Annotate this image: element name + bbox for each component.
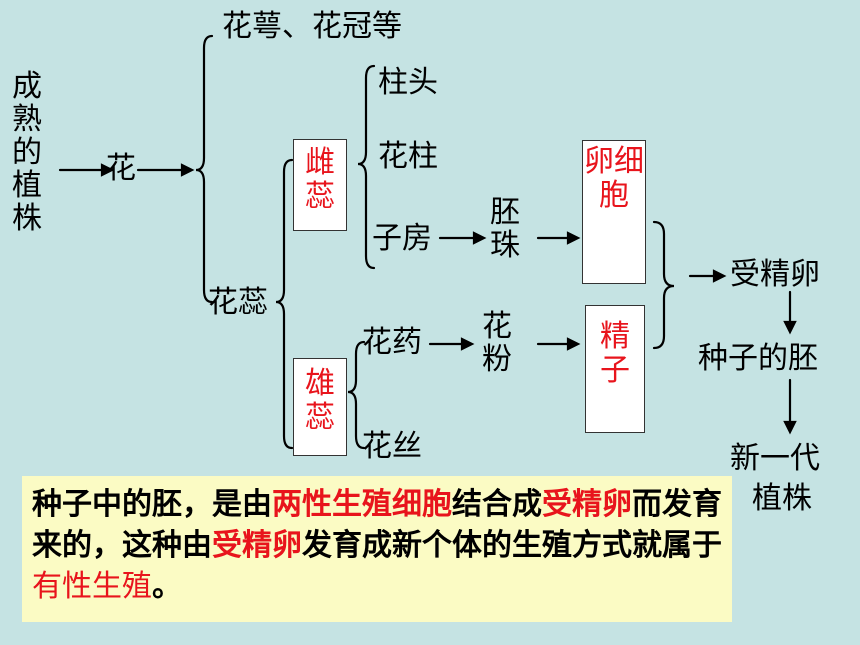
note-highlight-gametes: 两性生殖细胞	[272, 487, 452, 522]
label-pistil-stamen: 花蕊	[208, 285, 268, 320]
arrowhead	[712, 269, 727, 283]
note-highlight-sexual-reproduction: 有性生殖	[32, 569, 152, 604]
arrowhead	[180, 163, 195, 177]
summary-note: 种子中的胚，是由两性生殖细胞结合成受精卵而发育来的，这种由受精卵发育成新个体的生…	[22, 476, 732, 622]
label-pollen: 花粉	[482, 309, 512, 377]
arrowhead	[100, 163, 115, 177]
label-ovule: 胚珠	[490, 195, 520, 263]
arrowhead	[472, 231, 487, 245]
label-seed-embryo: 种子的胚	[698, 341, 818, 376]
note-text-4: 发育成新个体的生殖方式就属于	[302, 528, 722, 563]
label-flower: 花	[106, 151, 136, 186]
box-egg-cell: 卵细胞	[582, 140, 646, 284]
label-plant: 植株	[752, 481, 812, 516]
label-new-generation: 新一代	[730, 441, 820, 476]
box-pistil: 雌蕊	[293, 139, 347, 231]
arrowhead	[460, 337, 475, 351]
note-highlight-zygote-2: 受精卵	[212, 528, 302, 563]
brace-fertilization	[652, 220, 675, 350]
note-text-1: 种子中的胚，是由	[32, 487, 272, 522]
label-ovary: 子房	[372, 221, 432, 256]
brace-pistil	[357, 64, 376, 270]
label-zygote: 受精卵	[730, 257, 820, 292]
label-style: 花柱	[378, 139, 438, 174]
box-sperm: 精子	[585, 305, 645, 433]
note-text-5: 。	[152, 569, 182, 604]
note-highlight-zygote: 受精卵	[542, 487, 632, 522]
arrowhead	[783, 420, 797, 435]
label-filament: 花丝	[362, 429, 422, 464]
brace-pistil-stamen	[275, 158, 294, 450]
note-text-2: 结合成	[452, 487, 542, 522]
label-mature-plant: 成熟的植株	[12, 69, 42, 236]
box-stamen: 雄蕊	[293, 358, 347, 456]
label-sepal-petal: 花萼、花冠等	[222, 9, 402, 44]
brace-stamen	[347, 340, 366, 450]
arrowhead	[566, 337, 581, 351]
label-anther: 花药	[362, 325, 422, 360]
label-stigma: 柱头	[378, 65, 438, 100]
arrowhead	[566, 231, 581, 245]
brace-flower	[195, 34, 214, 304]
arrowhead	[783, 320, 797, 335]
note-text-3: 而发育来的，这种由	[32, 487, 722, 563]
